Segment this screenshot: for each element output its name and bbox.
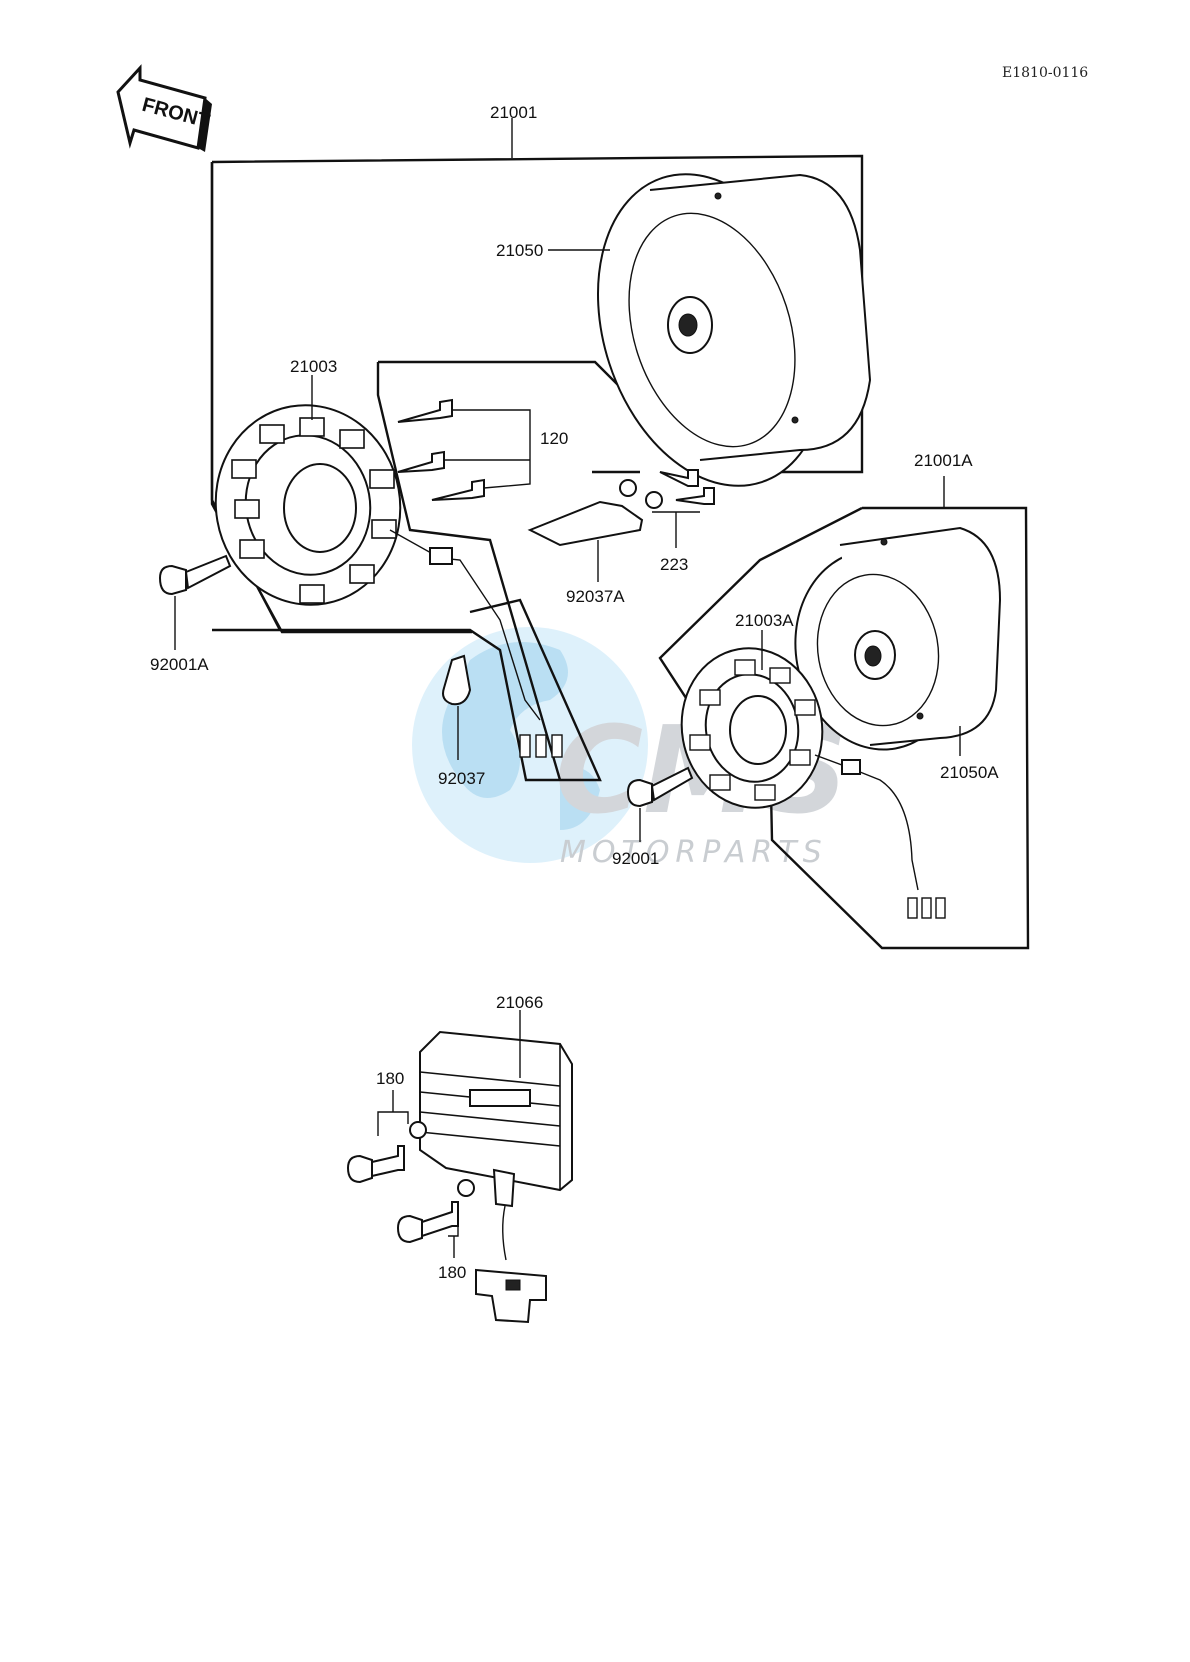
- label-21066: 21066: [496, 993, 543, 1012]
- label-21001: 21001: [490, 103, 537, 122]
- front-arrow-icon: FRONT: [116, 64, 212, 152]
- regulator-21066: [419, 1030, 573, 1324]
- label-92001A: 92001A: [150, 655, 209, 674]
- stator-21003A: [680, 647, 946, 919]
- label-92037A: 92037A: [566, 587, 625, 606]
- label-21003A: 21003A: [735, 611, 794, 630]
- rotor-21050A: [794, 526, 1002, 751]
- diagram-code: E1810-0116: [1002, 65, 1088, 81]
- label-21050: 21050: [496, 241, 543, 260]
- watermark-subtext: MOTORPARTS: [560, 835, 828, 870]
- bolt-92001A: [158, 554, 232, 596]
- label-21050A: 21050A: [940, 763, 999, 782]
- label-21003: 21003: [290, 357, 337, 376]
- rotor-21050: [597, 173, 872, 487]
- label-92037: 92037: [438, 769, 485, 788]
- label-180-top: 180: [376, 1069, 404, 1088]
- stator-21003: [214, 404, 563, 758]
- clamp-92037: [442, 654, 472, 706]
- plate-92037A: [527, 500, 644, 547]
- screws-223: [619, 469, 715, 509]
- label-21001A: 21001A: [914, 451, 973, 470]
- label-120: 120: [540, 429, 568, 448]
- label-180-bottom: 180: [438, 1263, 466, 1282]
- label-92001: 92001: [612, 849, 659, 868]
- bolt-92001: [626, 766, 694, 808]
- screws-120: [397, 398, 485, 501]
- label-223: 223: [660, 555, 688, 574]
